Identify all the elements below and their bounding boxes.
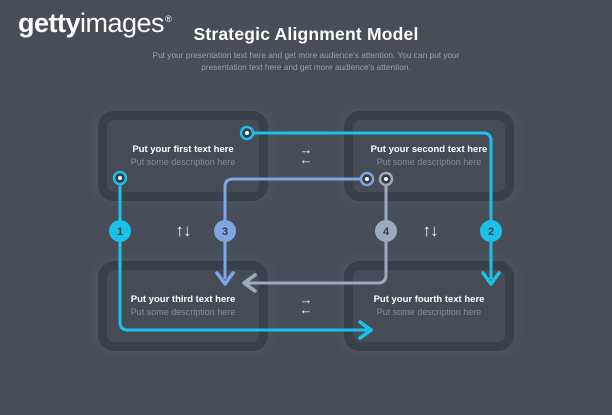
step-number: 4 [383, 226, 390, 238]
swap-arrows-icon: → ← [299, 142, 313, 167]
box-title: Put your first text here [132, 144, 234, 155]
arrow-left-icon: ← [299, 152, 313, 167]
page-subtitle: Put your presentation text here and get … [0, 49, 612, 73]
model-box-first: Put your first text here Put some descri… [98, 111, 268, 201]
subtitle-line-1: Put your presentation text here and get … [152, 50, 460, 60]
box-title: Put your second text here [370, 144, 488, 155]
arrow-right-icon: → [299, 142, 313, 157]
box-title: Put your third text here [130, 294, 236, 305]
gettyimages-watermark-logo: gettyimages® [18, 8, 172, 39]
model-box-third: Put your third text here Put some descri… [98, 261, 268, 351]
subtitle-line-2: presentation text here and get more audi… [201, 62, 411, 72]
step-number: 3 [222, 226, 228, 238]
step-number: 2 [488, 226, 494, 238]
page-title: Strategic Alignment Model [193, 24, 419, 44]
registered-mark: ® [165, 14, 172, 24]
model-box-second: Put your second text here Put some descr… [344, 111, 514, 201]
box-description: Put some description here [130, 307, 236, 317]
step-number: 1 [117, 226, 123, 238]
box-description: Put some description here [130, 157, 236, 167]
logo-getty: getty [18, 8, 81, 38]
step-node-1: 1 [109, 220, 131, 242]
up-down-arrows-icon: ↑↓ [422, 221, 439, 240]
arrow-right-icon: → [299, 292, 313, 307]
arrow-left-icon: ← [299, 302, 313, 317]
step-node-4: 4 [375, 220, 397, 242]
box-description: Put some description here [376, 157, 482, 167]
step-node-2: 2 [480, 220, 502, 242]
logo-images: images [80, 8, 165, 38]
up-down-arrows-icon: ↑↓ [175, 221, 192, 240]
swap-arrows-icon: → ← [299, 292, 313, 317]
box-description: Put some description here [376, 307, 482, 317]
step-node-3: 3 [214, 220, 236, 242]
box-title: Put your fourth text here [373, 294, 485, 305]
model-box-fourth: Put your fourth text here Put some descr… [344, 261, 514, 351]
